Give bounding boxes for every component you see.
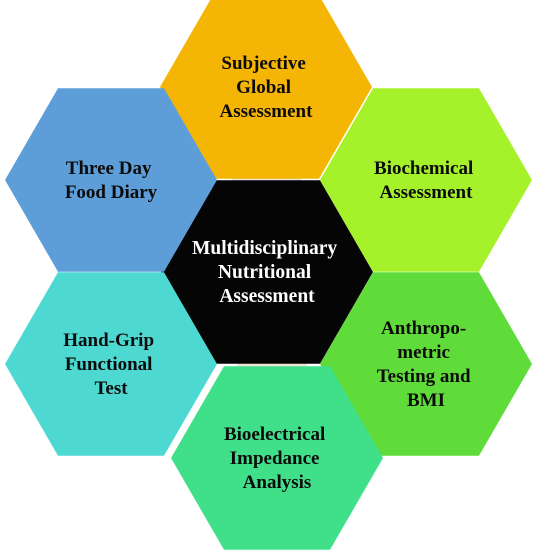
hexagon-label-anthropometric-testing-and-bmi: Anthropo- metric Testing and BMI bbox=[377, 318, 476, 411]
hexagon-label-line: Impedance bbox=[230, 448, 320, 469]
hexagon-label-three-day-food-diary: Three Day Food Diary bbox=[65, 158, 158, 203]
hexagon-label-line: Biochemical bbox=[374, 158, 473, 179]
hexagon-label-line: Hand-Grip bbox=[63, 330, 154, 351]
center-label-line: Multidisciplinary bbox=[192, 238, 337, 259]
hexagon-label-line: Anthropo- bbox=[381, 318, 466, 339]
center-hexagon-label: Multidisciplinary Nutritional Assessment bbox=[192, 238, 342, 307]
center-hexagon bbox=[161, 180, 373, 364]
hexagon-label-line: Bioelectrical bbox=[224, 424, 325, 445]
hexagon-bioelectrical-impedance-analysis bbox=[171, 366, 383, 550]
hexagon-biochemical-assessment bbox=[320, 88, 532, 272]
hexagon-label-hand-grip-functional-test: Hand-Grip Functional Test bbox=[63, 330, 159, 399]
hexagon-label-line: Three Day bbox=[66, 158, 152, 179]
hexagon-label-line: Functional bbox=[65, 354, 153, 375]
hexagon-label-line: Food Diary bbox=[65, 182, 158, 203]
hexagon-label-line: Subjective bbox=[221, 53, 305, 74]
center-label-line: Nutritional bbox=[218, 262, 312, 283]
hexagon-label-line: Testing and bbox=[377, 366, 471, 387]
hexagon-label-line: metric bbox=[397, 342, 450, 363]
hexagon-label-line: Test bbox=[94, 378, 128, 399]
hexagon-label-biochemical-assessment: Biochemical Assessment bbox=[374, 158, 478, 203]
hexagon-three-day-food-diary bbox=[5, 88, 217, 272]
hexagon-label-line: BMI bbox=[407, 390, 445, 411]
hexagon-hand-grip-functional-test bbox=[5, 272, 217, 456]
hexagon-label-line: Global bbox=[236, 77, 291, 98]
hexagon-label-line: Assessment bbox=[380, 182, 474, 203]
hexagon-anthropometric-testing-and-bmi bbox=[320, 272, 532, 456]
hexagon-label-bioelectrical-impedance-analysis: Bioelectrical Impedance Analysis bbox=[224, 424, 330, 493]
hexagon-label-line: Assessment bbox=[220, 101, 314, 122]
center-label-line: Assessment bbox=[219, 286, 315, 307]
hexagon-label-line: Analysis bbox=[243, 472, 312, 493]
hexagon-subjective-global-assessment bbox=[160, 0, 372, 179]
hexagon-label-subjective-global-assessment: Subjective Global Assessment bbox=[220, 53, 314, 122]
